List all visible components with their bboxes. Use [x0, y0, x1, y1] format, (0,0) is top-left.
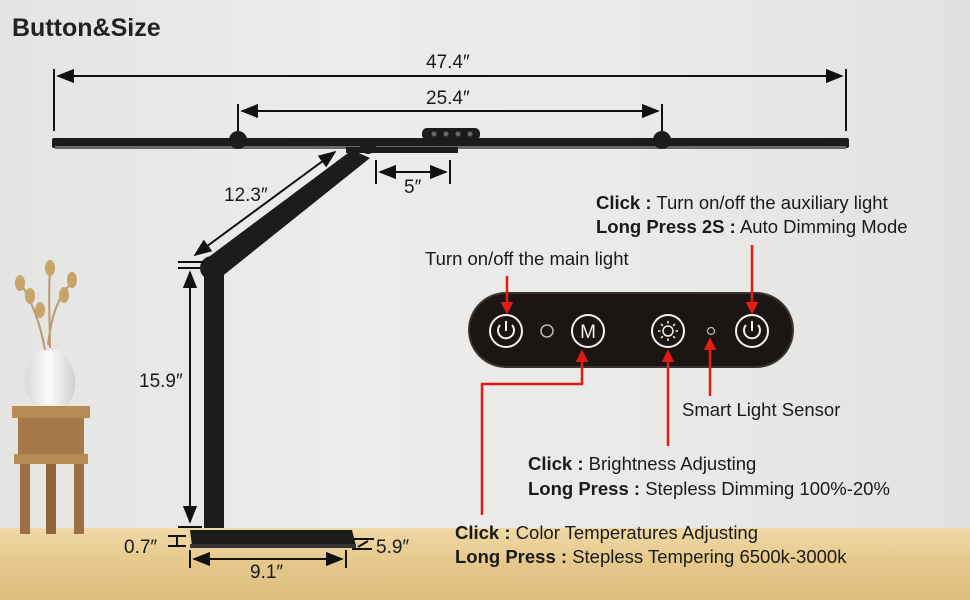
dim-upper-arm: 12.3″ — [224, 185, 268, 206]
aux-click-label: Click : — [596, 192, 652, 213]
aux-long-text: Auto Dimming Mode — [735, 216, 908, 237]
dim-lower-arm: 15.9″ — [139, 371, 183, 392]
main-light-callout: Turn on/off the main light — [425, 248, 629, 269]
colortemp-long-text: Stepless Tempering 6500k-3000k — [567, 546, 847, 567]
dim-bar-width: 25.4″ — [426, 88, 470, 109]
mode-button-label: M — [580, 322, 596, 343]
dim-total-width: 47.4″ — [426, 52, 470, 73]
aux-light-longpress-callout: Long Press 2S : Auto Dimming Mode — [596, 216, 908, 237]
brightness-click-label: Click : — [528, 453, 584, 474]
decor-plant-stool — [12, 260, 90, 534]
mode-button[interactable]: M — [571, 314, 605, 348]
aux-power-button[interactable] — [735, 314, 769, 348]
colortemp-longpress-callout: Long Press : Stepless Tempering 6500k-30… — [455, 546, 847, 567]
dimension-lines — [53, 68, 847, 568]
sun-icon — [658, 321, 678, 341]
main-power-button[interactable] — [489, 314, 523, 348]
light-sensor — [706, 326, 716, 336]
colortemp-click-text: Color Temperatures Adjusting — [510, 522, 759, 543]
dim-base-height: 0.7″ — [124, 537, 158, 558]
dim-base-depth: 5.9″ — [376, 537, 410, 558]
brightness-long-label: Long Press : — [528, 478, 641, 499]
callout-arrows — [480, 245, 759, 515]
brightness-long-text: Stepless Dimming 100%-20% — [640, 478, 890, 499]
brightness-click-text: Brightness Adjusting — [583, 453, 757, 474]
colortemp-long-label: Long Press : — [455, 546, 568, 567]
indicator-dot — [540, 324, 554, 338]
page-title: Button&Size — [12, 14, 161, 42]
aux-long-label: Long Press 2S : — [596, 216, 736, 237]
sensor-callout: Smart Light Sensor — [682, 399, 841, 420]
dim-base-width: 9.1″ — [250, 562, 284, 583]
brightness-longpress-callout: Long Press : Stepless Dimming 100%-20% — [528, 478, 890, 499]
aux-click-text: Turn on/off the auxiliary light — [651, 192, 888, 213]
dim-bar-offset: 5″ — [404, 177, 422, 198]
brightness-button[interactable] — [651, 314, 685, 348]
colortemp-click-label: Click : — [455, 522, 511, 543]
colortemp-click-callout: Click : Color Temperatures Adjusting — [455, 522, 759, 543]
wooden-desk-surface — [0, 528, 970, 600]
brightness-click-callout: Click : Brightness Adjusting — [528, 453, 757, 474]
aux-light-click-callout: Click : Turn on/off the auxiliary light — [596, 192, 888, 213]
control-panel: M — [468, 292, 794, 368]
